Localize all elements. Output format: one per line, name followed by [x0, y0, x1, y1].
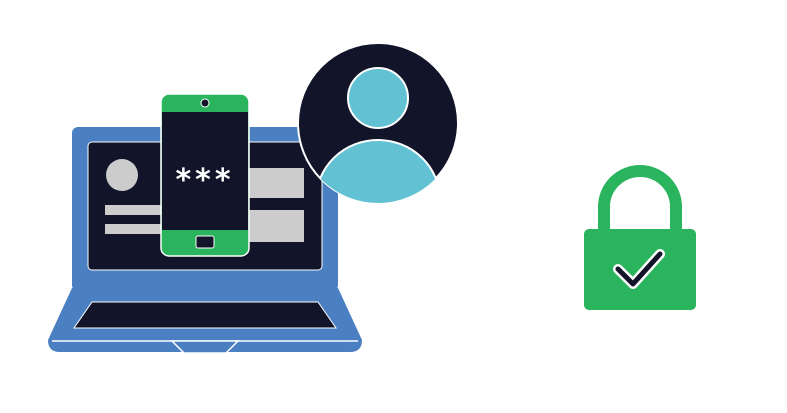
screen-text-bar [105, 224, 165, 234]
smartphone-icon: *** [160, 93, 250, 257]
phone-camera [200, 98, 210, 108]
checkmark-inner [615, 251, 663, 287]
screen-text-bar [105, 205, 165, 215]
padlock-shackle [598, 165, 682, 232]
laptop-icon [48, 127, 362, 354]
phone-home-button [195, 235, 215, 249]
phone-screen [162, 112, 248, 230]
padlock-icon [584, 165, 696, 310]
screen-form-field [244, 168, 304, 198]
user-avatar-icon [297, 42, 459, 204]
laptop-keyboard [73, 301, 337, 329]
password-mask-text: *** [175, 163, 234, 198]
avatar-head [347, 67, 409, 129]
laptop-trackpad-notch [170, 340, 240, 354]
screen-form-field [244, 210, 304, 242]
screen-avatar-placeholder [106, 159, 138, 191]
